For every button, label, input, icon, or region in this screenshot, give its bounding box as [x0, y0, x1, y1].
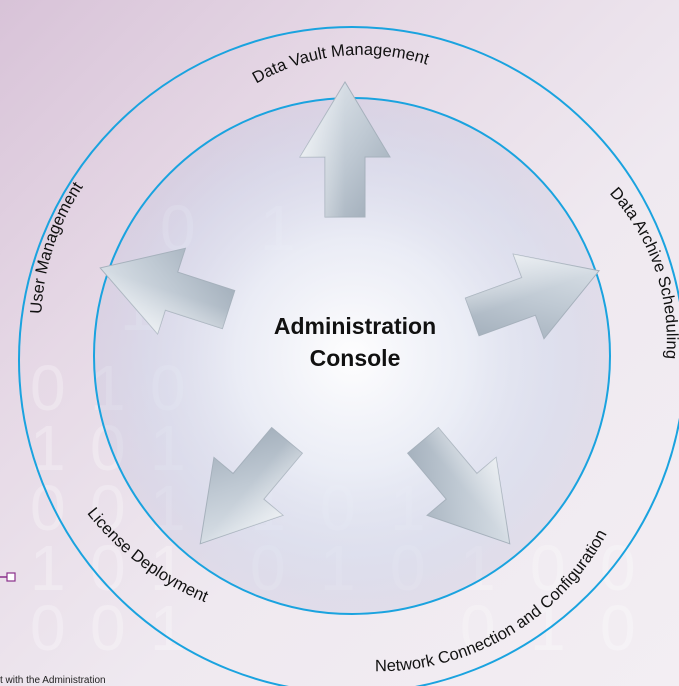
- outer-ring: [18, 26, 679, 686]
- label-user-management: User Management: [27, 178, 86, 314]
- bottom-caption: t with the Administration: [0, 675, 106, 686]
- svg-text:0: 0: [530, 532, 566, 604]
- svg-text:1: 1: [530, 592, 566, 664]
- arrow-bottom-left-icon: [199, 426, 304, 545]
- svg-text:0: 0: [30, 592, 66, 664]
- arrow-right-icon: [464, 253, 600, 340]
- center-title-line1: Administration: [274, 313, 436, 339]
- arrow-left-icon: [99, 247, 236, 335]
- arrow-up-icon: [299, 81, 391, 218]
- svg-text:0: 0: [90, 472, 126, 544]
- svg-text:0: 0: [600, 592, 636, 664]
- svg-text:0: 0: [90, 532, 126, 604]
- label-data-archive-scheduling: Data Archive Scheduling: [606, 184, 679, 360]
- svg-text:1: 1: [150, 592, 186, 664]
- label-data-vault-management: Data Vault Management: [249, 41, 431, 87]
- svg-text:1: 1: [30, 532, 66, 604]
- center-title-line2: Console: [310, 345, 401, 371]
- svg-text:0: 0: [30, 472, 66, 544]
- svg-text:1: 1: [30, 412, 66, 484]
- svg-text:0: 0: [460, 592, 496, 664]
- arrow-bottom-right-icon: [406, 426, 511, 545]
- svg-text:0: 0: [30, 352, 66, 424]
- connector-marker: [0, 572, 16, 582]
- svg-text:0: 0: [90, 592, 126, 664]
